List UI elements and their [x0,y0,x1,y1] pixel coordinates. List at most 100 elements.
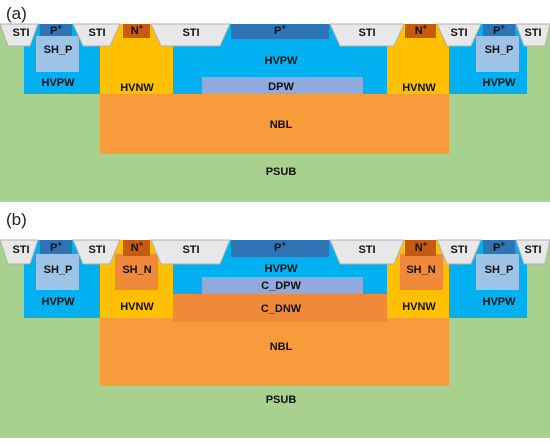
sh-p-right-label: SH_P [484,44,514,56]
panel-b: (b) STI P+ STI N+ STI P+ STI N+ STI P+ S… [0,210,550,445]
sti-label: STI [524,27,542,39]
sti-label: STI [450,244,468,256]
sti-label: STI [450,27,468,39]
sh-p-right-label: SH_P [484,264,514,276]
nbl-label: NBL [269,341,293,353]
sh-p-left-region [36,36,79,72]
sti-5 [436,23,482,47]
n-plus-right-implant [405,240,436,256]
nbl-region [100,94,449,154]
hvpw-right-label: HVPW [482,77,516,89]
sti-label: STI [88,244,106,256]
sti-label: STI [358,244,376,256]
n-plus-label: N+ [130,239,144,254]
hvpw-center-label: HVPW [264,55,298,67]
hvnw-right-label: HVNW [402,301,436,313]
sh-n-right-label: SH_N [406,264,436,276]
n-plus-label: N+ [414,22,428,37]
plus-sign: + [500,22,506,32]
sti-6 [515,239,550,265]
sti-4 [329,239,405,265]
sti-1 [0,239,39,265]
psub-label: PSUB [265,166,297,178]
sti-5 [436,239,482,265]
sti-label: STI [182,27,200,39]
n-plus-left-implant [123,240,150,256]
sti-3 [150,23,231,47]
n-plus-right-implant [405,24,436,38]
sti-trenches [0,23,550,47]
sti-2 [72,23,121,47]
c-dpw-region [202,277,363,294]
p-plus-right-implant [483,24,515,36]
hvpw-center-label: HVPW [264,263,298,275]
dpw-region [202,77,363,94]
nbl-region [100,318,449,386]
sti-trenches [0,239,550,265]
hvnw-left-label: HVNW [120,301,154,313]
hvnw-left-label: HVNW [120,82,154,94]
sti-2 [72,239,121,265]
p-plus-label: P+ [49,240,62,254]
plus-sign: + [138,22,144,32]
sti-label: STI [182,244,200,256]
sh-p-left-label: SH_P [43,264,73,276]
plus-sign: + [422,239,428,249]
n-plus-left-implant [123,24,150,38]
p-plus-label: P+ [492,239,506,254]
sh-n-left-label: SH_N [122,264,152,276]
n-plus-letter: N [414,25,423,37]
n-plus-letter: N [130,242,139,254]
sti-label: STI [88,27,106,39]
p-plus-letter: P [49,25,58,37]
n-plus-label: N+ [414,239,428,254]
sti-4 [329,23,405,47]
sti-label: STI [12,244,30,256]
sh-p-right-region [476,36,519,72]
sh-p-right-region [476,254,519,290]
plus-sign: + [500,239,506,249]
p-plus-right-implant [483,240,515,254]
hvnw-right-label: HVNW [402,82,436,94]
p-plus-letter: P [273,242,282,254]
p-plus-left-implant [40,240,72,254]
psub-label: PSUB [265,394,297,406]
hvpw-left-label: HVPW [41,77,75,89]
sti-label: STI [358,27,376,39]
sh-p-left-region [36,254,79,290]
sh-n-right-region [400,254,443,290]
p-plus-label: P+ [273,239,287,254]
p-plus-center-implant [231,240,329,257]
p-plus-label: P+ [492,22,506,37]
panel-label: (a) [6,4,27,23]
sti-label: STI [524,244,542,256]
sti-3 [150,239,231,265]
sti-label: STI [12,27,30,39]
plus-sign: + [281,239,287,249]
sti-6 [515,23,550,47]
hvpw-left-label: HVPW [41,296,75,308]
c-dnw-label: C_DNW [260,303,302,315]
dpw-label: DPW [268,81,294,93]
sh-p-left-label: SH_P [43,44,73,56]
c-dnw-region [173,294,387,322]
c-dpw-label: C_DPW [261,280,301,292]
plus-sign: + [138,239,144,249]
p-plus-letter: P [49,242,58,254]
n-plus-label: N+ [131,22,144,37]
n-plus-letter: N [414,242,423,254]
p-plus-letter: P [273,25,282,37]
p-plus-label: P+ [273,22,287,37]
p-plus-letter: P [492,25,501,37]
p-plus-letter: P [492,242,501,254]
plus-sign: + [422,22,428,32]
sti-1 [0,23,39,47]
p-plus-left-implant [40,24,72,36]
p-plus-center-implant [231,24,329,39]
sh-n-left-region [115,254,158,290]
plus-sign: + [281,22,287,32]
hvpw-right-label: HVPW [482,296,516,308]
p-plus-label: P+ [49,22,63,37]
plus-sign: + [57,22,63,32]
panel-label: (b) [6,210,27,229]
